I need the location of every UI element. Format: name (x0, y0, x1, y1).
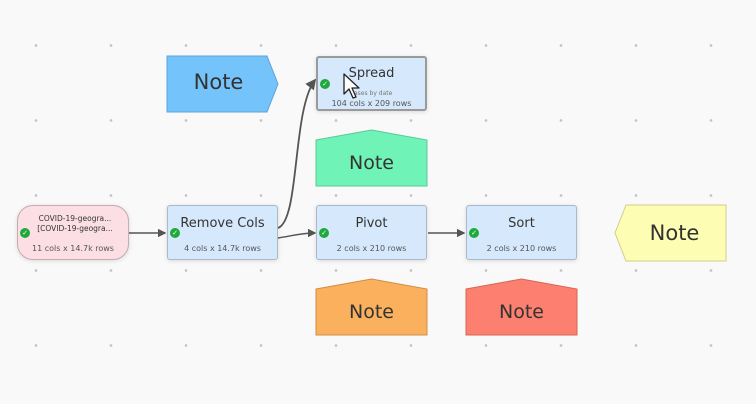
note-orange[interactable]: Note (315, 278, 428, 336)
source-name-line2: [COVID-19-geogra... (37, 224, 113, 233)
note-yellow[interactable]: Note (614, 204, 727, 262)
remove-cols-title: Remove Cols (180, 216, 265, 231)
note-orange-label: Note (349, 301, 394, 323)
remove-cols-stats: 4 cols x 14.7k rows (184, 244, 261, 253)
pivot-stats: 2 cols x 210 rows (336, 244, 407, 253)
spread-node[interactable]: Spread cases by date 104 cols x 209 rows… (316, 56, 427, 111)
sort-node[interactable]: Sort 2 cols x 210 rows ✓ (466, 205, 577, 260)
sort-stats: 2 cols x 210 rows (486, 244, 557, 253)
check-circle-icon: ✓ (170, 228, 180, 238)
spread-stats: 104 cols x 209 rows (331, 99, 412, 108)
note-orange-shape (315, 278, 428, 336)
note-red[interactable]: Note (465, 278, 578, 336)
check-circle-icon: ✓ (320, 79, 330, 89)
spread-subtitle: cases by date (350, 90, 393, 97)
note-blue-shape (166, 55, 279, 113)
connector-remove-cols-to-spread[interactable] (277, 78, 317, 229)
check-circle-icon: ✓ (469, 228, 479, 238)
note-red-label: Note (499, 301, 544, 323)
note-green-shape (315, 129, 428, 187)
source-stats: 11 cols x 14.7k rows (32, 244, 114, 253)
note-red-shape (465, 278, 578, 336)
note-blue[interactable]: Note (166, 55, 279, 113)
pivot-title: Pivot (355, 216, 388, 231)
spread-title: Spread (348, 66, 395, 81)
note-yellow-shape (614, 204, 727, 262)
source-name-line1: COVID-19-geogra... (38, 214, 112, 223)
check-circle-icon: ✓ (20, 228, 30, 238)
sort-title: Sort (508, 216, 535, 231)
note-blue-label: Note (193, 70, 244, 94)
check-circle-icon: ✓ (319, 228, 329, 238)
note-yellow-label: Note (649, 221, 700, 245)
note-green[interactable]: Note (315, 129, 428, 187)
remove-cols-node[interactable]: Remove Cols 4 cols x 14.7k rows ✓ (167, 205, 278, 260)
note-green-label: Note (349, 152, 394, 174)
pivot-node[interactable]: Pivot 2 cols x 210 rows ✓ (316, 205, 427, 260)
mouse-pointer-icon (343, 73, 360, 99)
source-node[interactable]: COVID-19-geogra... [COVID-19-geogra... 1… (17, 205, 129, 260)
connector-remove-cols-to-pivot[interactable] (277, 228, 317, 239)
